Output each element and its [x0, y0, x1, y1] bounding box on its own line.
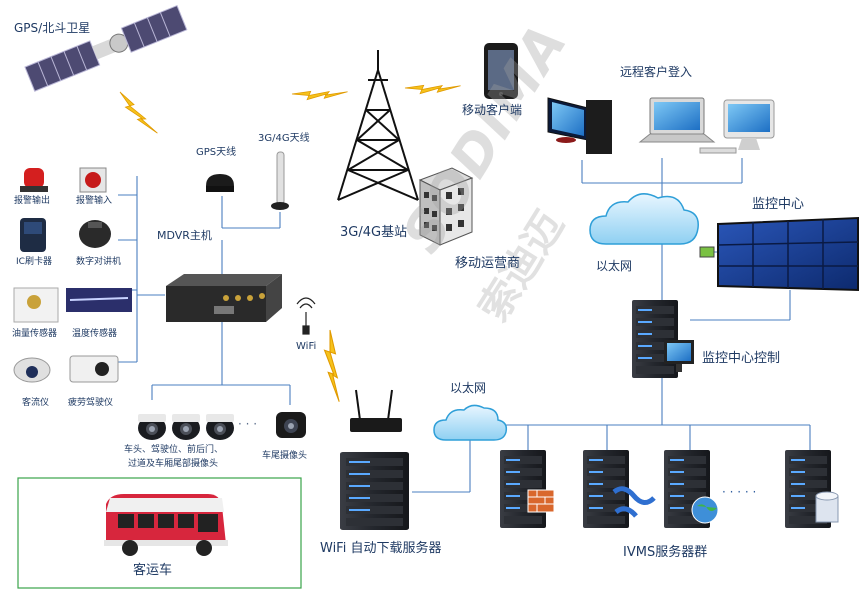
rear-camera-icon	[276, 412, 306, 438]
base-station-label: 3G/4G基站	[340, 225, 408, 240]
phone-icon	[484, 43, 518, 99]
video-wall-icon	[699, 216, 859, 292]
mobile-operator-label: 移动运营商	[455, 256, 521, 271]
cameras-label-line1: 车头、驾驶位、前后门、	[124, 445, 224, 455]
temp-sensor-icon	[66, 288, 132, 312]
alarm-output-label: 报警输出	[14, 196, 51, 206]
antenna-3g4g-icon	[271, 151, 289, 210]
passenger-counter-icon	[13, 357, 51, 383]
mdvr-host-label: MDVR主机	[157, 229, 212, 242]
wifi-server-label: WiFi 自动下载服务器	[320, 541, 442, 556]
camera-icon	[172, 414, 200, 440]
lightning-icon	[291, 65, 348, 121]
ethernet-mid-label: 以太网	[450, 381, 487, 395]
satellite-icon	[24, 5, 188, 92]
mobile-client-label: 移动客户端	[462, 103, 523, 117]
laptop-icon	[638, 97, 716, 143]
router-icon	[350, 389, 402, 432]
firewall-icon	[527, 489, 555, 513]
oil-sensor-label: 油量传感器	[12, 329, 58, 339]
ic-card-label: IC刷卡器	[16, 257, 52, 267]
ic-card-reader-icon	[20, 218, 46, 252]
server-icon	[340, 452, 409, 530]
pc-monitor-icon	[547, 97, 612, 154]
globe-icon	[691, 496, 719, 524]
temp-sensor-label: 温度传感器	[72, 329, 118, 339]
fatigue-monitor-label: 疲劳驾驶仪	[68, 398, 114, 408]
server-icon	[500, 450, 546, 528]
lightning-icon	[113, 91, 164, 134]
fatigue-monitor-icon	[69, 355, 119, 383]
bus-label: 客运车	[133, 563, 173, 578]
cloud-icon	[433, 404, 508, 441]
network-cable-icon	[612, 486, 656, 518]
server-icon	[632, 300, 678, 378]
alarm-button-icon	[79, 167, 107, 193]
alarm-light-icon	[20, 168, 48, 192]
gps-antenna-icon	[206, 174, 234, 192]
connection-lines	[118, 158, 811, 493]
passenger-counter-label: 客流仪	[22, 398, 50, 408]
camera-icon	[206, 414, 234, 440]
bus-icon	[104, 494, 228, 556]
camera-icon	[138, 414, 166, 440]
cloud-icon	[589, 193, 699, 245]
tower-icon	[337, 50, 419, 201]
wifi-label: WiFi	[296, 341, 317, 352]
lightning-icon	[404, 59, 461, 115]
intercom-icon	[79, 220, 111, 248]
gps-satellite-label: GPS/北斗卫星	[14, 21, 91, 35]
ivms-cluster-label: IVMS服务器群	[623, 545, 708, 560]
antenna-3g4g-label: 3G/4G天线	[258, 133, 310, 144]
remote-login-label: 远程客户登入	[620, 65, 693, 79]
gps-antenna-label: GPS天线	[196, 147, 237, 158]
oil-sensor-icon	[13, 287, 59, 323]
monitor-control-label: 监控中心控制	[702, 351, 781, 366]
camera-dots: · · ·	[238, 417, 258, 431]
monitor-icon	[664, 340, 694, 372]
digital-intercom-label: 数字对讲机	[76, 257, 122, 267]
cameras-label-line2: 过道及车厢尾部摄像头	[128, 459, 219, 469]
mdvr-host-icon	[166, 274, 282, 322]
wifi-icon	[296, 297, 316, 335]
imac-icon	[699, 99, 775, 154]
alarm-input-label: 报警输入	[76, 196, 113, 206]
building-icon	[418, 167, 474, 246]
ethernet-top-label: 以太网	[596, 259, 633, 273]
database-icon	[815, 491, 839, 523]
server-dots: · · · · ·	[722, 485, 757, 499]
monitor-center-label: 监控中心	[752, 197, 805, 212]
rear-camera-label: 车尾摄像头	[262, 451, 308, 461]
